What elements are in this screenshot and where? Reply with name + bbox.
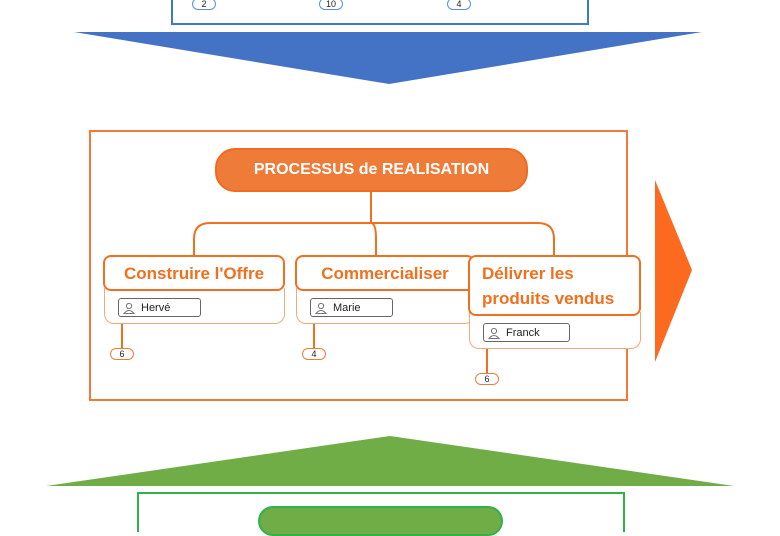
assignee-chip[interactable]: Franck bbox=[483, 323, 570, 342]
assignee-name: Hervé bbox=[141, 301, 171, 314]
central-topic[interactable]: PROCESSUS de REALISATION bbox=[215, 148, 528, 192]
top-process-frame bbox=[171, 0, 589, 25]
connector-lines bbox=[121, 192, 555, 375]
connector-step-3 bbox=[371, 222, 555, 256]
task-count-badge: 4 bbox=[447, 0, 471, 10]
step-node-delivrer-produits[interactable]: Délivrer les produits vendus bbox=[468, 255, 641, 316]
step-label: Commercialiser bbox=[321, 263, 449, 283]
task-count-badge: 6 bbox=[110, 348, 134, 360]
support-central-topic[interactable] bbox=[258, 506, 503, 536]
diagram-shapes bbox=[46, 32, 734, 486]
task-count-badge: 6 bbox=[475, 373, 499, 385]
person-icon bbox=[488, 327, 500, 339]
task-count-badge: 2 bbox=[192, 0, 216, 10]
task-count-badge: 4 bbox=[302, 348, 326, 360]
person-icon bbox=[315, 302, 327, 314]
step-label-line: produits vendus bbox=[482, 288, 615, 308]
connector-step-1 bbox=[193, 222, 371, 256]
step-node-construire-offre[interactable]: Construire l'Offre bbox=[103, 255, 285, 291]
step-node-commercialiser[interactable]: Commercialiser bbox=[295, 255, 475, 291]
step-label-line: Délivrer les bbox=[482, 263, 574, 283]
assignee-name: Franck bbox=[506, 326, 540, 339]
person-icon bbox=[123, 302, 135, 314]
central-topic-label: PROCESSUS de REALISATION bbox=[253, 161, 490, 178]
step-label: Construire l'Offre bbox=[123, 263, 265, 283]
up-arrow-shape bbox=[46, 436, 734, 486]
down-arrow-shape bbox=[74, 32, 702, 84]
support-process-frame bbox=[137, 492, 625, 532]
task-count-badge: 10 bbox=[319, 0, 343, 10]
right-arrow-shape bbox=[655, 180, 692, 362]
assignee-chip[interactable]: Marie bbox=[310, 298, 393, 317]
assignee-chip[interactable]: Hervé bbox=[118, 298, 201, 317]
assignee-name: Marie bbox=[333, 301, 361, 314]
